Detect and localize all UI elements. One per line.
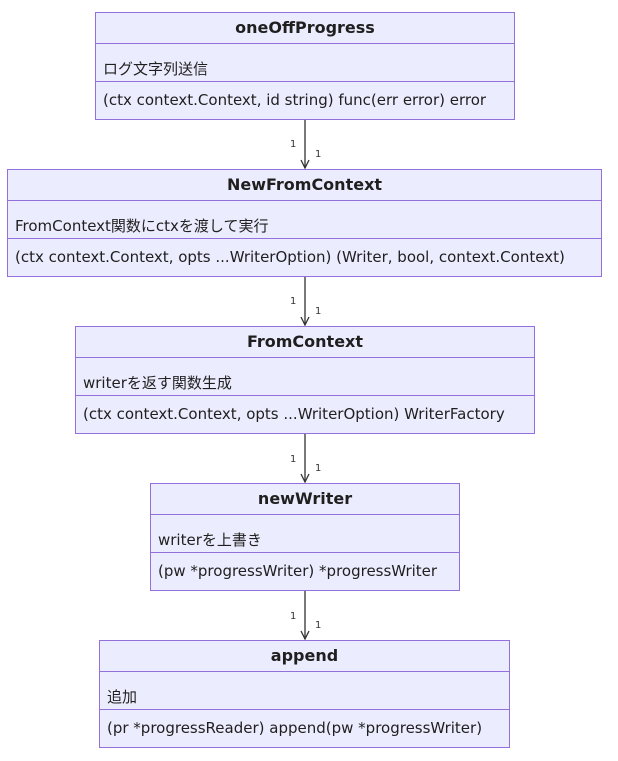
edge-3-from-multiplicity: 1 xyxy=(290,454,296,465)
class-name: oneOffProgress xyxy=(96,13,514,44)
edge-4-from-multiplicity: 1 xyxy=(290,611,296,622)
class-method: (pw *progressWriter) *progressWriter xyxy=(158,562,438,580)
edge-3-to-multiplicity: 1 xyxy=(315,463,321,474)
edge-1-to-multiplicity: 1 xyxy=(315,149,321,160)
class-name: append xyxy=(100,641,509,672)
class-attribute: FromContext関数にctxを渡して実行 xyxy=(8,201,601,239)
class-method: (ctx context.Context, id string) func(er… xyxy=(103,91,487,109)
class-box-newfromcontext: NewFromContext FromContext関数にctxを渡して実行 (… xyxy=(7,169,602,277)
edge-1-from-multiplicity: 1 xyxy=(290,139,296,150)
class-box-oneoffprogress: oneOffProgress ログ文字列送信 (ctx context.Cont… xyxy=(95,12,515,120)
edge-4-to-multiplicity: 1 xyxy=(315,620,321,631)
class-box-append: append 追加 (pr *progressReader) append(pw… xyxy=(99,640,510,748)
class-method: (pr *progressReader) append(pw *progress… xyxy=(107,719,483,737)
class-box-newwriter: newWriter writerを上書き (pw *progressWriter… xyxy=(150,483,460,591)
class-attribute: writerを上書き xyxy=(151,515,459,553)
class-attribute: ログ文字列送信 xyxy=(96,44,514,82)
edge-2-to-multiplicity: 1 xyxy=(315,306,321,317)
edge-2-from-multiplicity: 1 xyxy=(290,296,296,307)
class-box-fromcontext: FromContext writerを返す関数生成 (ctx context.C… xyxy=(75,326,535,434)
class-attribute: 追加 xyxy=(100,672,509,710)
class-name: NewFromContext xyxy=(8,170,601,201)
class-method: (ctx context.Context, opts ...WriterOpti… xyxy=(15,248,565,266)
class-attribute: writerを返す関数生成 xyxy=(76,358,534,396)
class-name: newWriter xyxy=(151,484,459,515)
class-name: FromContext xyxy=(76,327,534,358)
class-method: (ctx context.Context, opts ...WriterOpti… xyxy=(83,405,505,423)
